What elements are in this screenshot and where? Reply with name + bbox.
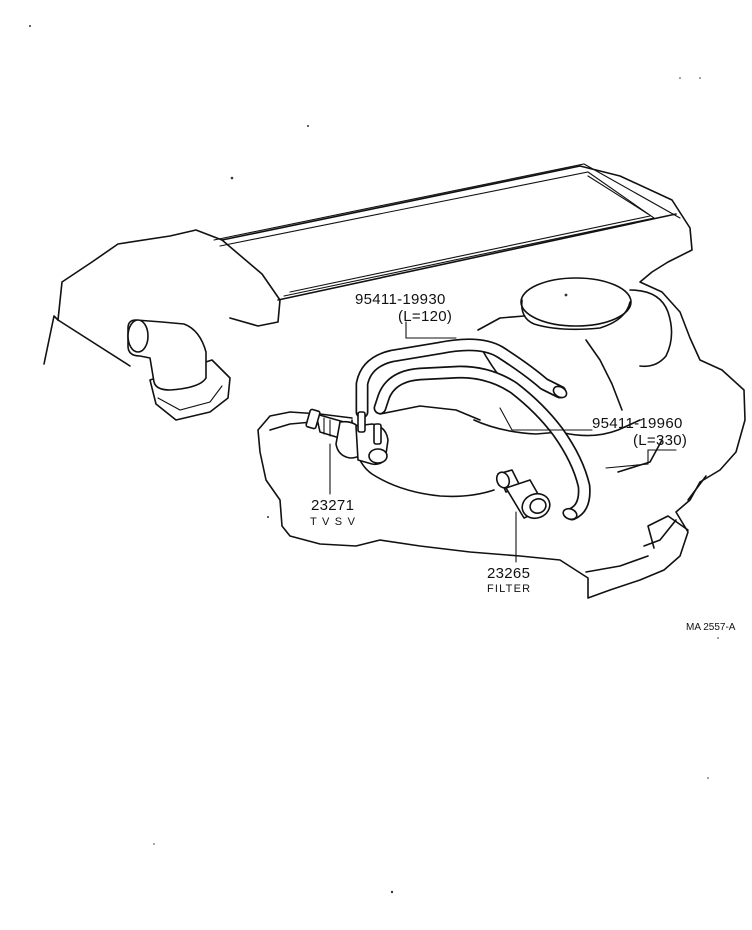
filter-name: FILTER bbox=[487, 583, 531, 595]
hose-short-part-number: 95411-19930 bbox=[355, 291, 446, 308]
vacuum-hose-long bbox=[373, 365, 591, 521]
throttle-body bbox=[269, 277, 673, 498]
tvsv-part-number: 23271 bbox=[311, 497, 354, 514]
hose-long-length: (L=330) bbox=[633, 432, 687, 449]
vacuum-filter bbox=[495, 469, 551, 520]
hose-long-part-number: 95411-19960 bbox=[592, 415, 683, 432]
tvsv-valve bbox=[305, 408, 389, 466]
tvsv-name: T V S V bbox=[310, 516, 356, 528]
reference-code: MA 2557-A bbox=[686, 622, 736, 633]
vacuum-hose-short bbox=[355, 338, 568, 419]
hose-short-length: (L=120) bbox=[398, 308, 452, 325]
filter-part-number: 23265 bbox=[487, 565, 530, 582]
scan-specks bbox=[29, 25, 719, 894]
water-outlet bbox=[127, 319, 231, 421]
leader-lines bbox=[329, 321, 677, 563]
engine-outline bbox=[43, 163, 746, 599]
